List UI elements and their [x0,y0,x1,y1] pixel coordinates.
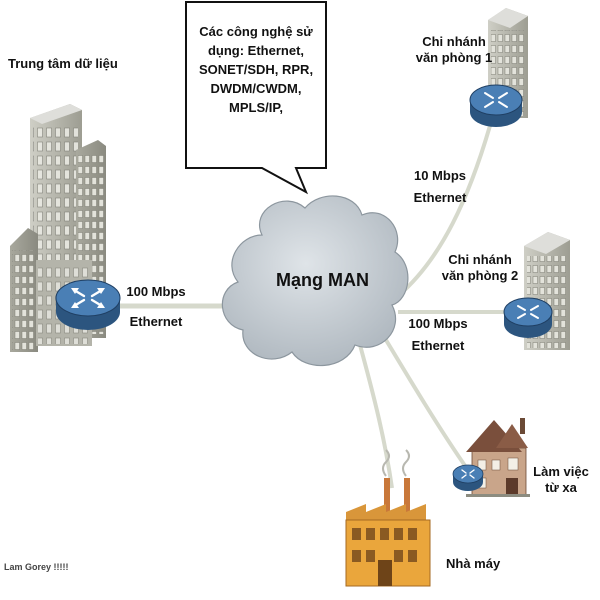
branch1-link-speed: 10 Mbps [413,168,466,183]
datacenter-link-label: 100 Mbps Ethernet [118,284,194,330]
link-factory-to-man [358,344,394,489]
callout-line-2: dụng: Ethernet, [207,43,305,58]
remote-label-line1: Làm việc [533,464,589,479]
datacenter-link-type: Ethernet [129,314,183,329]
branch1-link-label: 10 Mbps Ethernet [400,168,480,206]
branch1-link-type: Ethernet [413,190,467,205]
branch1-label-line1: Chi nhánh [422,34,486,49]
cloud-icon [221,195,409,366]
link-remote-to-man [378,328,470,472]
branch1-label: Chi nhánh văn phòng 1 [402,34,506,66]
branch2-link-type: Ethernet [411,338,465,353]
branch2-label-line2: văn phòng 2 [441,268,519,283]
branch1-label-line2: văn phòng 1 [415,50,493,65]
branch2-label-line1: Chi nhánh [448,252,512,267]
callout-line-4: DWDM/CWDM, [210,81,302,96]
factory-icon [345,449,431,587]
technology-callout: Các công nghệ sử dụng: Ethernet, SONET/S… [190,22,322,117]
cloud-label: Mạng MAN [276,270,369,290]
router-icon [55,279,121,330]
router-icon [503,297,553,338]
branch2-link-speed: 100 Mbps [408,316,468,331]
callout-line-5: MPLS/IP, [229,100,283,115]
datacenter-link-speed: 100 Mbps [126,284,186,299]
watermark: Lam Gorey !!!!! [4,562,69,572]
remote-label: Làm việc từ xa [528,464,594,496]
callout-line-3: SONET/SDH, RPR, [198,62,314,77]
router-icon [452,464,484,491]
callout-line-1: Các công nghệ sử [199,24,313,39]
router-icon [469,84,523,127]
branch2-label: Chi nhánh văn phòng 2 [428,252,532,284]
datacenter-label: Trung tâm dữ liệu [8,56,118,71]
remote-label-line2: từ xa [545,480,577,495]
link-branch1-to-man [396,107,497,298]
factory-label: Nhà máy [446,556,501,571]
branch2-link-label: 100 Mbps Ethernet [398,316,478,354]
speech-bubble-icon [185,1,327,195]
